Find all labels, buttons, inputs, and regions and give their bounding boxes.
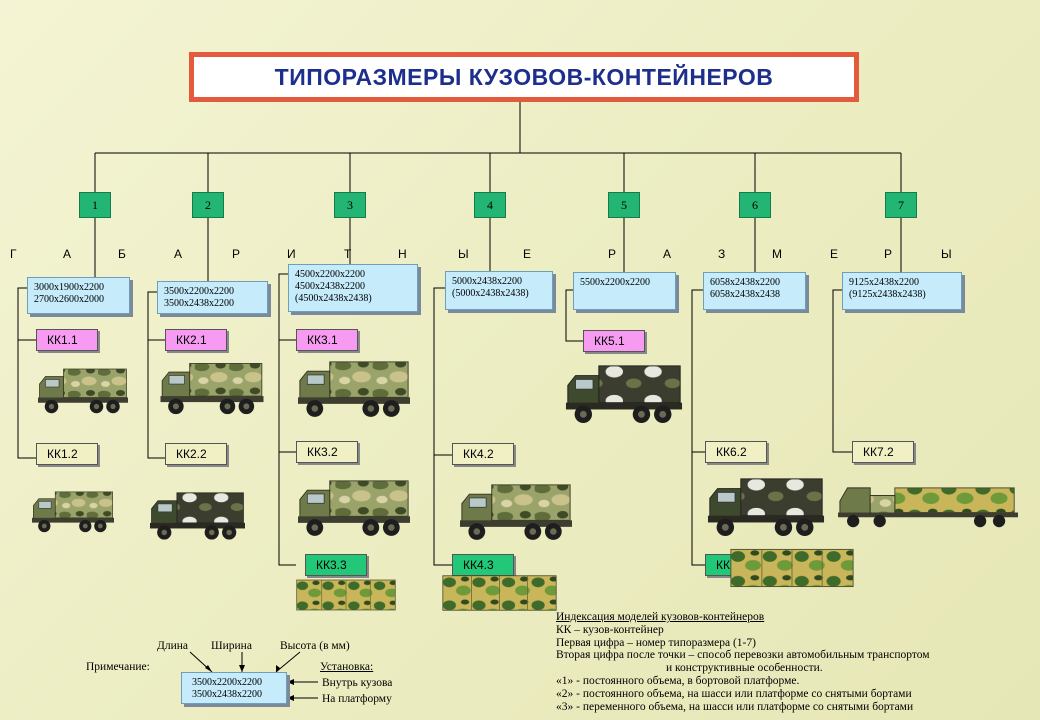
dim-line: 2700x2600x2000 — [34, 294, 104, 305]
truck-kk1-1-image — [38, 361, 128, 419]
truck-kk3-1-image — [298, 357, 410, 419]
legend-line: и конструктивные особенности. — [666, 662, 823, 675]
truck-kk5-1-image — [562, 362, 686, 424]
size-dims-6: 6058x2438x2200 6058x2438x2438 — [703, 272, 806, 310]
label-letter: Ы — [941, 247, 952, 261]
title-frame: ТИПОРАЗМЕРЫ КУЗОВОВ-КОНТЕЙНЕРОВ — [189, 52, 859, 102]
label-letter: А — [63, 247, 72, 261]
label-letter: М — [772, 247, 782, 261]
model-kk3-2: КК3.2 — [296, 441, 358, 463]
note-install-platform: На платформу — [322, 693, 392, 705]
legend-title: Индексация моделей кузовов-контейнеров — [556, 611, 765, 623]
size-dims-4: 5000x2438x2200 (5000x2438x2438) — [445, 271, 553, 310]
truck-kk7-2-image — [838, 478, 1018, 530]
model-kk3-1: КК3.1 — [296, 329, 358, 351]
label-letter: А — [663, 247, 672, 261]
label-letter: А — [174, 247, 183, 261]
label-letter: Н — [398, 247, 407, 261]
label-letter: Г — [10, 247, 17, 261]
label-letter: Р — [884, 247, 893, 261]
label-letter: Р — [608, 247, 617, 261]
size-dims-1: 3000x1900x2200 2700x2600x2000 — [27, 277, 130, 314]
truck-kk6-2-image — [704, 475, 828, 537]
dim-line: 3500x2200x2200 — [192, 677, 262, 688]
note-install-inside: Внутрь кузова — [322, 677, 393, 689]
model-kk1-1: КК1.1 — [36, 329, 98, 351]
label-letter: Б — [118, 247, 126, 261]
truck-kk2-1-image — [157, 360, 267, 415]
label-letter: Е — [523, 247, 532, 261]
dim-line: 6058x2438x2438 — [710, 289, 780, 300]
size-number-7: 7 — [885, 192, 917, 218]
dim-line: 3500x2438x2200 — [164, 298, 234, 309]
legend-line: Вторая цифра после точки – способ перево… — [556, 649, 930, 662]
size-number-3: 3 — [334, 192, 366, 218]
dim-line: 5500x2200x2200 — [580, 277, 650, 288]
dim-line: (9125x2438x2438) — [849, 289, 926, 300]
truck-kk4-2-image — [460, 480, 572, 542]
truck-kk3-2-image — [298, 474, 410, 540]
model-kk2-2: КК2.2 — [165, 443, 227, 465]
indexing-legend: Индексация моделей кузовов-контейнеров К… — [556, 611, 1026, 713]
size-number-4: 4 — [474, 192, 506, 218]
size-number-5: 5 — [608, 192, 640, 218]
size-dims-3: 4500x2200x2200 4500x2438x2200 (4500x2438… — [288, 264, 418, 312]
container-kk4-3-image — [442, 572, 557, 614]
model-kk5-1: КК5.1 — [583, 330, 645, 352]
dim-line: 4500x2200x2200 — [295, 269, 365, 280]
dim-line: (4500x2438x2438) — [295, 293, 372, 304]
size-dims-2: 3500x2200x2200 3500x2438x2200 — [157, 281, 268, 314]
label-letter: З — [718, 247, 726, 261]
legend-line: «2» - постоянного объема, на шасси или п… — [556, 687, 912, 700]
size-number-6: 6 — [739, 192, 771, 218]
model-kk6-2: КК6.2 — [705, 441, 767, 463]
dim-line: 6058x2438x2200 — [710, 277, 780, 288]
note-label: Примечание: — [86, 661, 150, 673]
model-kk7-2: КК7.2 — [852, 441, 914, 463]
dim-line: 3500x2200x2200 — [164, 286, 234, 297]
truck-kk2-2-image — [150, 484, 245, 546]
dim-line: (5000x2438x2438) — [452, 288, 529, 299]
dim-line: 4500x2438x2200 — [295, 281, 365, 292]
label-letter: Ы — [458, 247, 469, 261]
legend-line: «3» - переменного объема, на шасси или п… — [556, 700, 914, 713]
size-dims-5: 5500x2200x2200 — [573, 272, 676, 310]
dim-line: 9125x2438x2200 — [849, 277, 919, 288]
note-install-title: Установка: — [320, 661, 374, 673]
legend-line: КК – кузов-контейнер — [556, 623, 664, 636]
model-kk2-1: КК2.1 — [165, 329, 227, 351]
dim-line: 5000x2438x2200 — [452, 276, 522, 287]
legend-line: Первая цифра – номер типоразмера (1-7) — [556, 636, 756, 649]
note-width-label: Ширина — [211, 640, 252, 652]
label-letter: Р — [232, 247, 241, 261]
size-dims-7: 9125x2438x2200 (9125x2438x2438) — [842, 272, 962, 310]
label-letter: Е — [830, 247, 839, 261]
model-kk1-2: КК1.2 — [36, 443, 98, 465]
legend-line: «1» - постоянного объема, в бортовой пла… — [556, 674, 800, 687]
dim-line: 3000x1900x2200 — [34, 282, 104, 293]
container-kk3-3-image — [296, 573, 396, 617]
label-letter: Т — [344, 247, 352, 261]
container-kk6-3-image — [730, 546, 854, 590]
dim-line: 3500x2438x2200 — [192, 689, 262, 700]
note-height-label: Высота (в мм) — [280, 640, 350, 652]
page-title: ТИПОРАЗМЕРЫ КУЗОВОВ-КОНТЕЙНЕРОВ — [274, 63, 774, 90]
label-letter: И — [287, 247, 296, 261]
model-kk4-3: КК4.3 — [452, 554, 514, 576]
size-number-2: 2 — [192, 192, 224, 218]
truck-kk1-2-image — [32, 480, 114, 542]
title-inner: ТИПОРАЗМЕРЫ КУЗОВОВ-КОНТЕЙНЕРОВ — [193, 56, 855, 98]
model-kk3-3: КК3.3 — [305, 554, 367, 576]
note-length-label: Длина — [157, 640, 188, 652]
size-number-1: 1 — [79, 192, 111, 218]
model-kk4-2: КК4.2 — [452, 443, 514, 465]
note-dims-box: 3500x2200x2200 3500x2438x2200 — [181, 672, 287, 704]
